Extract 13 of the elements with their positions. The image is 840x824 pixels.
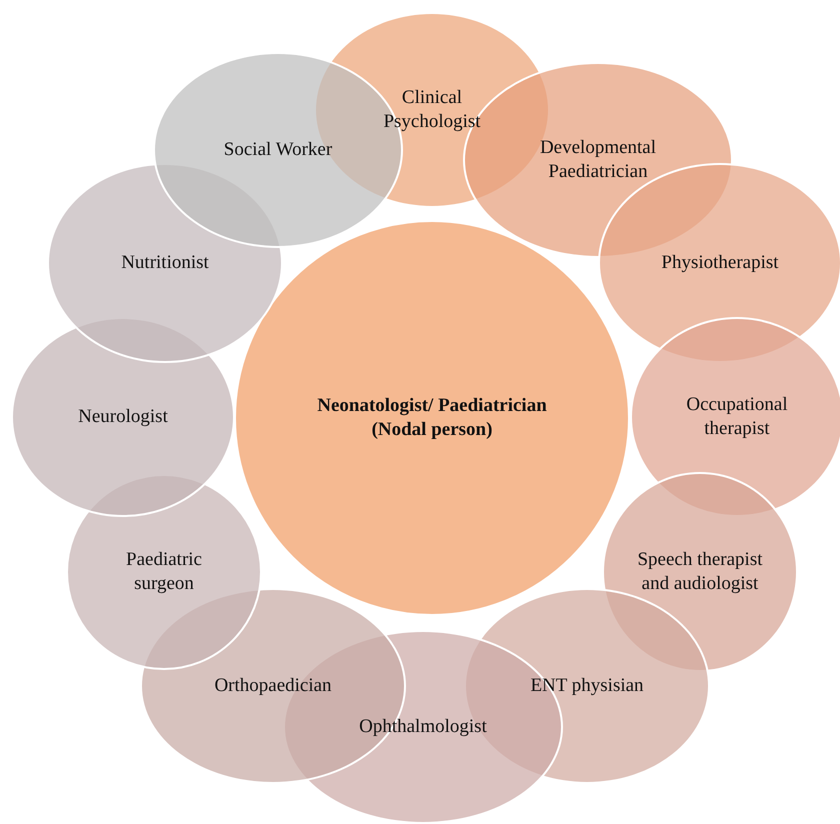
role-label: Social Worker [224,138,332,162]
role-label: Physiotherapist [661,251,779,275]
role-label: Orthopaedician [214,674,332,698]
role-label: Speech therapist and audiologist [636,548,764,596]
role-label: Ophthalmologist [359,715,487,739]
role-label: Nutritionist [121,251,209,275]
role-label: Clinical Psychologist [382,86,482,134]
central-role-label: Neonatologist/ Paediatrician (Nodal person) [316,394,548,442]
role-label: Neurologist [78,405,168,429]
role-label: ENT physisian [530,674,644,698]
role-label: Developmental Paediatrician [538,136,658,184]
role-label: Paediatric surgeon [125,548,203,596]
role-label: Occupational therapist [685,393,789,441]
